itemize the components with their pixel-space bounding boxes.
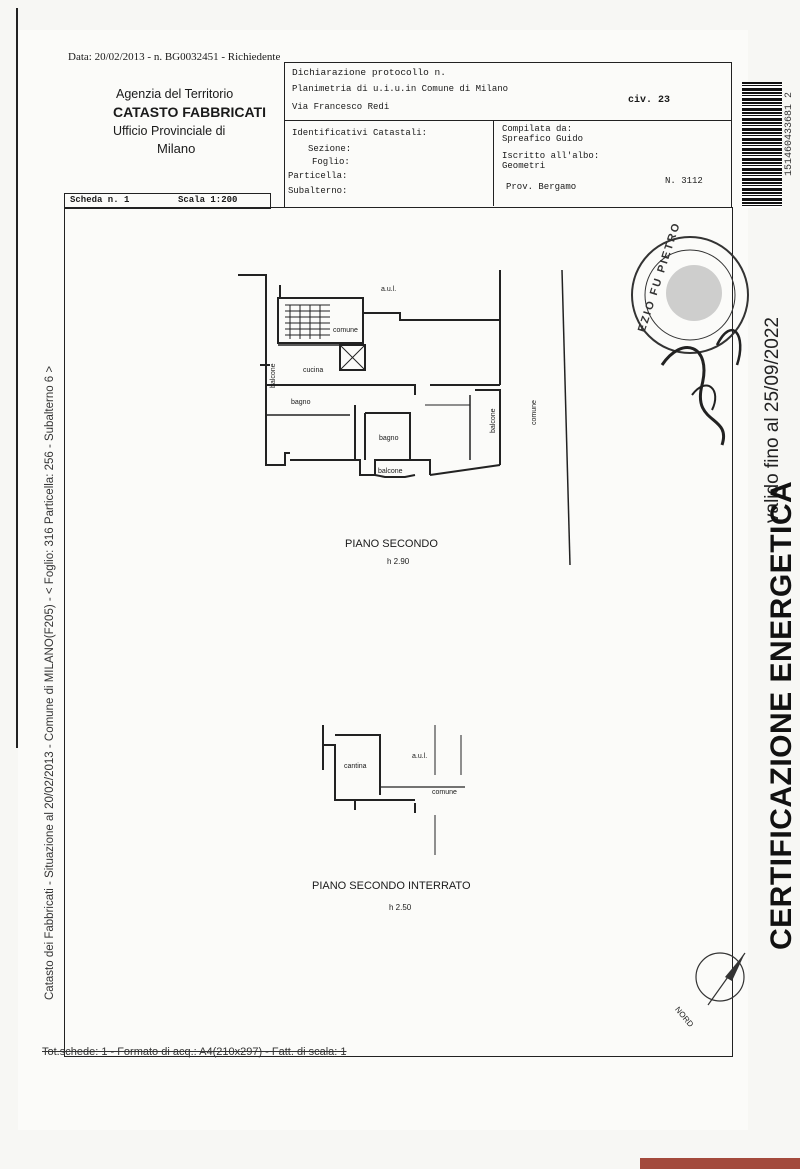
room-aul-lower: a.u.l. <box>412 753 428 760</box>
city-label: Milano <box>157 141 196 156</box>
piano-interrato-title: PIANO SECONDO INTERRATO <box>312 880 471 892</box>
notary-stamp-image <box>631 236 749 446</box>
foglio-label: Foglio: <box>312 157 350 167</box>
drawing-frame <box>64 207 733 1057</box>
albo-label: Geometri <box>502 161 546 171</box>
north-arrow-icon <box>695 952 746 1006</box>
agency-name: Agenzia del Territorio <box>116 87 234 101</box>
numero-label: N. 3112 <box>665 176 703 186</box>
dichiarazione-label: Dichiarazione protocollo n. <box>292 67 446 78</box>
scala-label: Scala 1:200 <box>178 195 238 205</box>
via-label: Via Francesco Redi <box>292 102 390 112</box>
subalterno-label: Subalterno: <box>288 186 348 196</box>
room-balcone-left: balcone <box>270 363 277 388</box>
barcode-number: 151460433681 2 <box>784 91 795 176</box>
room-bagno-2: bagno <box>379 435 399 442</box>
room-bagno-1: bagno <box>291 399 311 406</box>
scheda-label: Scheda n. 1 <box>70 195 130 205</box>
piano-secondo-title: PIANO SECONDO <box>345 538 438 550</box>
floor-plan-lower <box>322 725 465 855</box>
catasto-side-text: Catasto dei Fabbricati - Situazione al 2… <box>44 365 56 1000</box>
compilata-name: Spreafico Guido <box>502 134 584 144</box>
room-balcone-bottom: balcone <box>378 468 403 475</box>
compilata-divider <box>493 120 494 206</box>
prov-label: Prov. Bergamo <box>506 182 577 192</box>
identificativi-title: Identificativi Catastali: <box>292 128 428 138</box>
barcode-image <box>742 82 782 208</box>
iscritto-label: Iscritto all'albo: <box>502 151 600 161</box>
protocol-divider <box>285 120 731 121</box>
room-balcone-right: balcone <box>490 408 497 433</box>
certificazione-energetica-text: CERTIFICAZIONE ENERGETICA <box>765 480 798 950</box>
scheda-box <box>64 193 271 209</box>
bottom-red-strip <box>640 1158 800 1169</box>
document-sheet <box>18 30 748 1130</box>
room-cantina: cantina <box>344 763 367 770</box>
footer-schede-text: Tot.schede: 1 - Formato di acq.: A4(210x… <box>42 1046 347 1058</box>
date-line: Data: 20/02/2013 - n. BG0032451 - Richie… <box>68 51 281 63</box>
ufficio-label: Ufficio Provinciale di <box>113 124 226 138</box>
compilata-title: Compilata da: <box>502 124 573 134</box>
piano-interrato-height: h 2.50 <box>389 903 412 912</box>
particella-label: Particella: <box>288 171 348 181</box>
room-comune-right: comune <box>531 400 538 425</box>
civ-label: civ. 23 <box>628 95 671 106</box>
room-cucina: cucina <box>303 367 324 374</box>
piano-secondo-height: h 2.90 <box>387 557 410 566</box>
left-binding-edge <box>16 8 18 748</box>
sezione-label: Sezione: <box>308 144 352 154</box>
floor-plan-upper <box>238 269 571 566</box>
room-aul-upper: a.u.l. <box>381 286 397 293</box>
planimetria-label: Planimetria di u.i.u.in Comune di Milano <box>292 84 509 94</box>
room-comune-lower: comune <box>432 789 457 796</box>
catasto-title: CATASTO FABBRICATI <box>113 104 266 120</box>
room-comune-upper: comune <box>333 327 358 334</box>
